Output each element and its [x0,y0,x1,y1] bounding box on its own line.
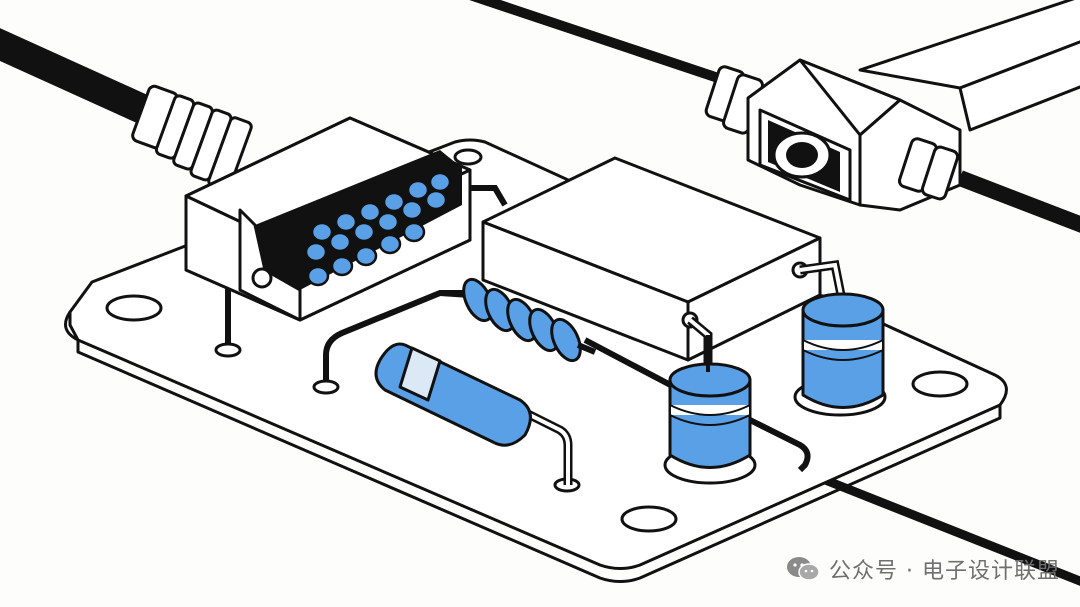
connector-pin [378,233,402,255]
capacitor-1 [668,335,752,469]
connector-pin [310,221,334,243]
connector-pin [354,245,378,267]
connector-pin [358,201,382,223]
right-cable [957,170,1080,233]
wechat-icon [787,557,820,581]
left-cable [0,28,155,123]
connector-pin [428,171,452,193]
connector-pin [334,211,358,233]
connector-pin [330,255,354,277]
connector-pin [352,221,376,243]
module-box [481,156,822,362]
connector-pin [306,265,330,287]
mounting-holes [105,148,969,533]
connector-pin [304,241,328,263]
connector-pins [304,171,452,287]
connector-pin [400,199,424,221]
connector-pin [382,191,406,213]
connector-pin [402,221,426,243]
axial-resistor [374,342,573,485]
capacitor-2 [801,292,885,409]
connector-pin [328,231,352,253]
left-cable-plug [131,84,253,192]
connector-pin [376,211,400,233]
d-sub-connector [184,116,472,322]
top-right-conduit [858,0,1080,132]
watermark-text: 公众号 · 电子设计联盟 [829,559,1060,584]
board-exit-wire [798,465,1080,586]
top-right-connector [704,58,962,212]
banded-resistor [439,277,597,363]
watermark: 公众号 · 电子设计联盟 [785,553,1060,585]
top-right-cable [469,0,762,97]
connector-pin [406,179,430,201]
resistor-lead [576,342,597,355]
connector-pin [424,189,448,211]
resistor-band [550,317,582,363]
